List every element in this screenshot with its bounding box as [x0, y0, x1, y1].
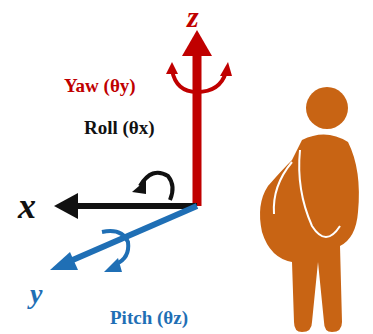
y-axis	[68, 206, 197, 262]
person-figure	[260, 87, 359, 332]
yaw-arrowhead	[220, 62, 232, 76]
pitch-arrowhead	[104, 258, 122, 272]
rotation-label: Pitch (θz)	[110, 308, 188, 327]
x-axis	[74, 203, 197, 209]
y-arrowhead	[50, 252, 78, 270]
axis-letter: y	[30, 280, 42, 308]
person-arm-line	[274, 162, 292, 214]
x-arrowhead	[54, 193, 78, 219]
roll-arrowhead	[132, 180, 146, 194]
rotation-label: Roll (θx)	[84, 118, 155, 137]
person-strap	[299, 150, 340, 237]
z-arrowhead	[182, 30, 212, 56]
rotation-label: Yaw (θy)	[64, 76, 136, 95]
yaw-tail	[166, 62, 178, 74]
yaw-arc	[172, 70, 226, 92]
axis-letter: z	[187, 2, 199, 32]
pitch-arc	[102, 231, 128, 264]
axis-letter: x	[18, 188, 36, 224]
z-axis	[193, 52, 202, 206]
